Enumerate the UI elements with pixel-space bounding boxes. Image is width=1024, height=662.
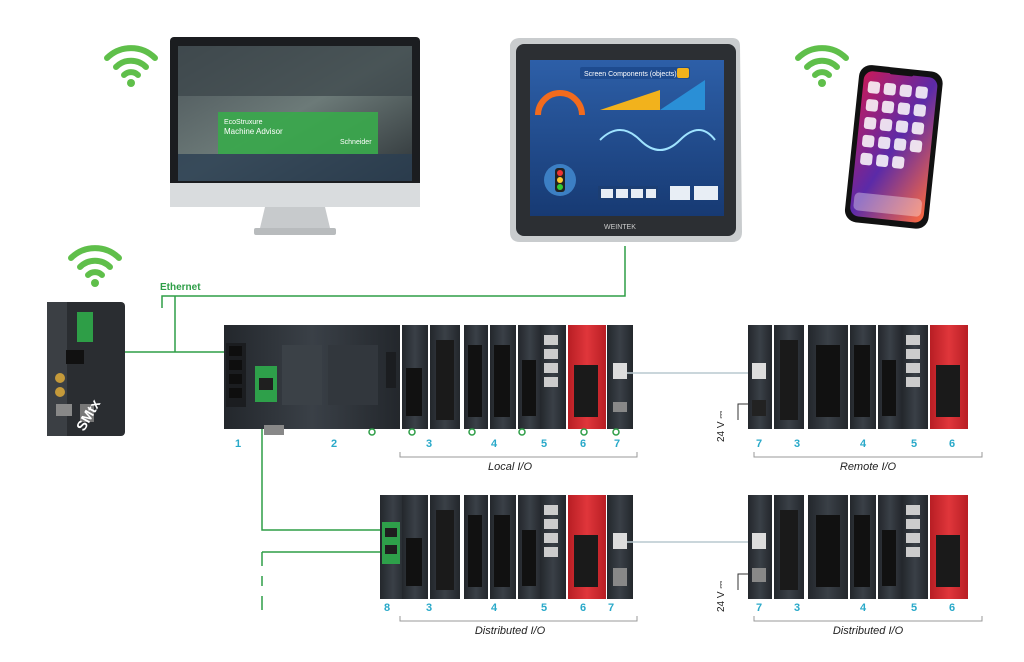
voltage-label: 24 V ⎓: [716, 581, 727, 612]
ethernet-label: Ethernet: [160, 282, 201, 293]
hmi-panel-icon: Screen Components (objects) WEINTEK: [510, 38, 742, 242]
number-label: 7: [608, 602, 614, 614]
number-label: 4: [860, 438, 867, 450]
number-label: 6: [949, 438, 955, 450]
number-label: 2: [331, 438, 337, 450]
distributed-rack-1: [380, 495, 633, 599]
router-icon: SMtx: [47, 302, 125, 436]
group-brackets: [399, 452, 983, 622]
number-labels-distributed-2: 7 3 4 5 6: [756, 602, 955, 614]
number-label: 3: [426, 602, 432, 614]
number-label: 5: [911, 602, 917, 614]
number-label: 6: [949, 602, 955, 614]
number-label: 5: [541, 438, 547, 450]
number-label: 5: [541, 602, 547, 614]
number-label: 3: [426, 438, 432, 450]
number-label: 4: [860, 602, 867, 614]
monitor-icon: EcoStruxure Machine Advisor Schneider: [170, 37, 420, 235]
monitor-brand: Schneider: [340, 139, 372, 146]
wifi-icon: [795, 45, 849, 87]
number-label: 7: [756, 602, 762, 614]
number-label: 4: [491, 438, 498, 450]
voltage-label: 24 V ⎓: [716, 411, 727, 442]
hmi-title: Screen Components (objects): [584, 71, 677, 78]
number-label: 6: [580, 602, 586, 614]
monitor-line2: Machine Advisor: [224, 127, 283, 136]
number-label: 6: [580, 438, 586, 450]
smartphone-icon: [844, 65, 943, 229]
distributed-rack-2: [737, 495, 968, 599]
number-label: 8: [384, 602, 390, 614]
remote-rack: [737, 325, 968, 429]
number-labels-remote: 7 3 4 5 6: [756, 438, 955, 450]
number-label: 3: [794, 602, 800, 614]
distributed-io-label: Distributed I/O: [833, 625, 904, 637]
remote-io-label: Remote I/O: [840, 461, 897, 473]
ethernet-bus: [120, 246, 626, 610]
wifi-icon: [68, 245, 122, 287]
distributed-io-label: Distributed I/O: [475, 625, 546, 637]
number-label: 7: [756, 438, 762, 450]
monitor-line1: EcoStruxure: [224, 119, 263, 126]
local-rack: [224, 325, 633, 436]
local-io-label: Local I/O: [488, 461, 532, 473]
number-label: 4: [491, 602, 498, 614]
wifi-icon: [104, 45, 158, 87]
number-label: 5: [911, 438, 917, 450]
number-label: 7: [614, 438, 620, 450]
number-labels-local: 1 2 3 4 5 6 7: [235, 438, 620, 450]
number-label: 3: [794, 438, 800, 450]
controller-icon: [224, 325, 400, 435]
number-label: 1: [235, 438, 241, 450]
hmi-brand: WEINTEK: [604, 224, 636, 231]
number-labels-distributed-1: 8 3 4 5 6 7: [384, 602, 614, 614]
